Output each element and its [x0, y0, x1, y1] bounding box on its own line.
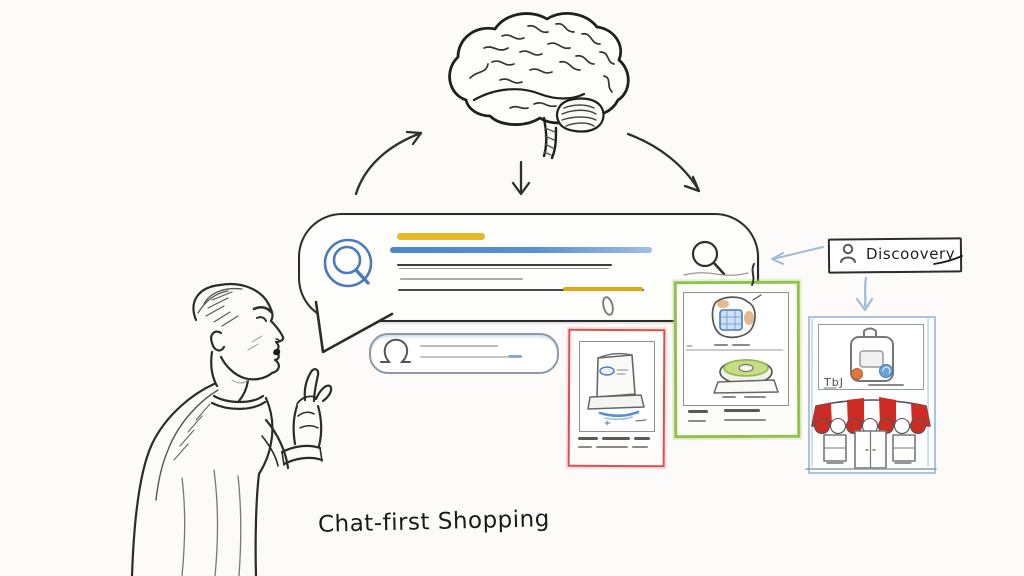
caption-scribble: [634, 437, 650, 440]
search-icon: [323, 238, 373, 288]
brain-icon: [448, 12, 630, 160]
caption-scribble: [714, 344, 728, 346]
search-icon-right: [691, 240, 726, 276]
caption-scribble: [602, 437, 630, 440]
green-card-antenna: [683, 263, 755, 286]
text-cursor: [602, 296, 614, 316]
caption-scribble: [688, 410, 708, 413]
arrow-down-to-bubble: [511, 160, 531, 196]
result-line-1: [397, 264, 612, 266]
caption-scribble: [596, 446, 628, 448]
caption-scribble: [744, 396, 766, 398]
result-highlight-segment: [563, 287, 643, 291]
placeholder-accent-tick: [508, 355, 522, 358]
arrow-down-discovery: [855, 276, 874, 312]
caption-scribble: [722, 396, 736, 398]
storefront-sketch: [805, 318, 937, 470]
placeholder-line-1: [420, 345, 498, 347]
caption-scribble: [688, 420, 706, 422]
arrow-to-bubble: [771, 246, 824, 265]
caption-scribble: [724, 409, 760, 412]
store-label: TbJ: [824, 376, 844, 389]
store-awning: [811, 397, 931, 435]
product-sketch-speaker: [587, 352, 647, 426]
caption-scribble: [578, 446, 592, 448]
chat-bubble-tail: [314, 300, 394, 354]
arrow-up-to-brain: [354, 130, 423, 196]
arrow-down-right: [626, 132, 701, 193]
caption-scribble: [868, 384, 904, 386]
device-sketch: [823, 327, 894, 389]
result-line-2: [400, 278, 523, 280]
caption-scribble: [724, 419, 766, 421]
person-sketch: [130, 282, 333, 576]
product-sketch-robot-vacuum: [713, 359, 779, 394]
result-line-3: [398, 289, 644, 291]
user-search-icon: [380, 338, 411, 363]
caption-scribble: [578, 437, 598, 440]
chat-bubble: [298, 213, 759, 322]
user-icon: [840, 243, 856, 263]
caption-scribble: [632, 446, 648, 448]
query-highlight-line: [397, 233, 485, 240]
store-facade: [805, 430, 937, 470]
discovery-underline: [933, 255, 963, 265]
product-sketch-gadget: [685, 294, 784, 351]
result-line-1-echo: [399, 268, 609, 269]
caption-scribble: [732, 344, 750, 346]
placeholder-line-2: [420, 356, 508, 358]
query-text-line: [390, 247, 652, 253]
